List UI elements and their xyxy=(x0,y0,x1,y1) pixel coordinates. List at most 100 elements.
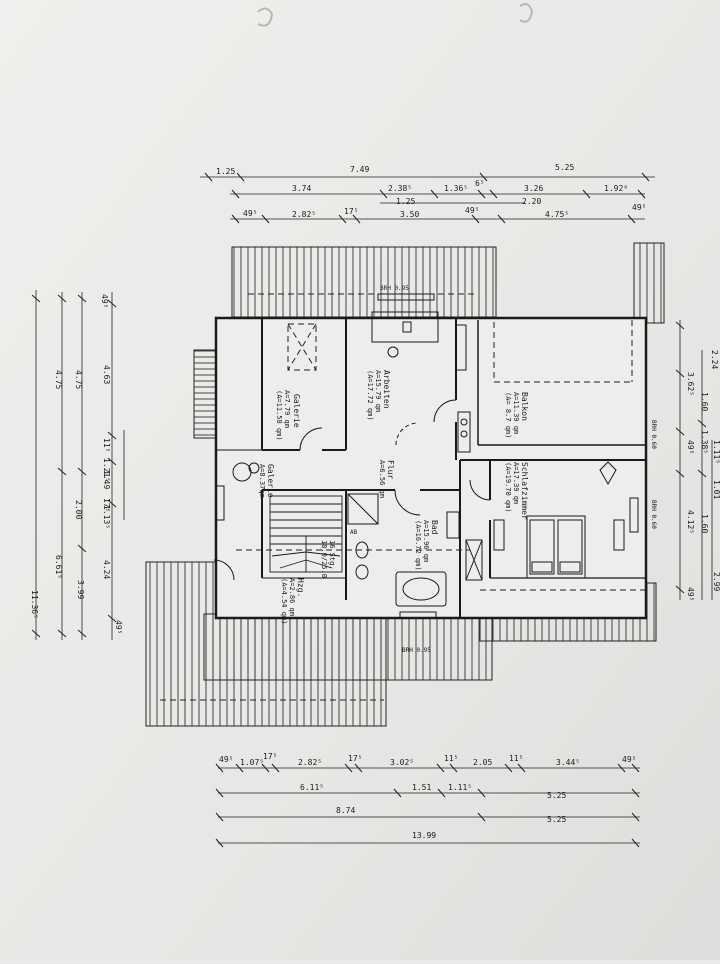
door-swing xyxy=(433,399,457,423)
top-dimension-labels: 1.25 7.49 5.25 3.74 2.38⁵ 1.36⁵ 6⁵ 3.26 … xyxy=(216,163,646,219)
top-dim-label: 1.25 xyxy=(216,167,235,176)
bottom-dim-label: 2.82⁵ xyxy=(298,758,322,767)
door-swing xyxy=(469,479,491,501)
room-area-sub: (A= 8.7 qm) xyxy=(504,392,512,438)
right-dim-label: 1.60 xyxy=(700,514,709,533)
room-area-sub: (A=16.72 qm) xyxy=(414,520,422,571)
left-dimension-labels: 11.36⁵ 4.75 6.61⁵ 4.75 2.00 3.99 49⁵ 4.6… xyxy=(30,294,123,634)
room-area-sub: (A=17.72 qm) xyxy=(366,370,374,421)
top-dim-label: 7.49 xyxy=(350,165,369,174)
window xyxy=(399,611,437,619)
stair-sub: 18.0/25.0 xyxy=(320,540,328,578)
bottom-dim-label: 11⁵ xyxy=(444,754,458,763)
nightstand xyxy=(493,519,505,551)
room-area: A=17.39 qm xyxy=(512,462,520,504)
desk xyxy=(371,311,439,343)
sink-unit xyxy=(446,511,460,539)
left-dim-label: 1.21⁵ xyxy=(102,458,111,482)
bottom-dim-label: 2.05 xyxy=(473,758,492,767)
room-area: A=7.79 qm xyxy=(283,390,291,428)
window xyxy=(629,497,639,533)
room-area: A=15.96 qm xyxy=(422,520,430,562)
door-swing xyxy=(299,427,323,451)
door-swing xyxy=(213,559,235,581)
bottom-dimension-labels: 49⁵ 1.07⁵ 17⁵ 2.82⁵ 17⁵ 3.02⁵ 11⁵ 2.05 1… xyxy=(219,752,636,840)
right-dimension-lines xyxy=(675,320,713,600)
bottom-dim-label: 5.25 xyxy=(547,791,566,800)
left-dim-label: 2.00 xyxy=(74,500,83,519)
roof-bottom-mid xyxy=(203,613,493,681)
room-name-schlafzimmer: Schlafzimmer xyxy=(520,462,529,520)
binder-ring-icon xyxy=(519,3,534,23)
staircase xyxy=(269,495,343,573)
room-name-galerie: Galerie xyxy=(266,464,275,498)
binder-ring-icon xyxy=(257,7,274,27)
right-dim-label: 4.12⁵ xyxy=(686,510,695,534)
top-dim-label: 49⁵ xyxy=(465,206,479,215)
shelf xyxy=(465,539,483,581)
room-name-bad: Bad xyxy=(430,520,439,535)
right-dimension-labels: 2.24 3.62⁵ 49⁵ 4.12⁵ 49⁵ 1.38⁵ 1.60 1.60… xyxy=(686,350,720,601)
bottom-dim-label: 49⁵ xyxy=(219,755,233,764)
top-dim-label: 2.82⁵ xyxy=(292,210,316,219)
bottom-dim-label: 1.51 xyxy=(412,783,431,792)
room-area: A=11.39 qm xyxy=(512,392,520,434)
left-dim-label: 17⁵ xyxy=(102,498,111,512)
fixtures xyxy=(232,311,625,607)
top-dim-label: 1.92⁸ xyxy=(604,184,628,193)
brh-label: BRH 0.60 xyxy=(650,500,657,529)
bottom-dimension-lines xyxy=(215,763,640,848)
window xyxy=(455,324,467,371)
left-dim-label: 4.24 xyxy=(102,560,111,579)
top-dim-label: 49⁵ xyxy=(243,209,257,218)
room-area: A=6.56 qm xyxy=(378,460,386,498)
left-dim-label: 6.61⁵ xyxy=(54,555,63,579)
room-name-hzg: Hzg. xyxy=(296,578,305,597)
right-dim-label: 1.60 xyxy=(700,392,709,411)
window xyxy=(215,485,225,521)
stair-label: 16 Stg. xyxy=(328,540,336,570)
chair-icon xyxy=(387,346,399,358)
bottom-dim-label: 3.44⁵ xyxy=(556,758,580,767)
shower xyxy=(347,493,379,525)
bottom-dim-label: 17⁵ xyxy=(348,754,362,763)
bottom-dim-label: 13.99 xyxy=(412,831,436,840)
bottom-dim-label: 1.07⁵ xyxy=(240,758,264,767)
right-dim-label: 1.01 xyxy=(712,480,720,499)
nightstand xyxy=(613,519,625,551)
monitor-icon xyxy=(402,321,412,333)
left-dim-label: 49⁵ xyxy=(114,620,123,634)
toilet-icon xyxy=(355,541,369,559)
bottom-dim-label: 1.11⁵ xyxy=(448,783,472,792)
windows xyxy=(215,293,639,619)
armchair-icon xyxy=(599,461,617,486)
top-dim-label: 5.25 xyxy=(555,163,574,172)
bottom-dim-label: 8.74 xyxy=(336,806,355,815)
room-area-sub: (A=11.58 qm) xyxy=(275,390,283,441)
roof-top-right xyxy=(633,242,665,324)
door-swing xyxy=(395,422,419,446)
bottom-dim-label: 5.25 xyxy=(547,815,566,824)
right-dim-label: 2.24 xyxy=(710,350,719,369)
left-dim-label: 4.75 xyxy=(54,370,63,389)
cabinet xyxy=(457,411,471,453)
roof-top xyxy=(231,246,497,318)
room-area-sub: (A=19.70 qm) xyxy=(504,462,512,513)
room-area: A=8.37qm xyxy=(258,464,266,498)
bottom-dim-label: 3.02⁵ xyxy=(390,758,414,767)
room-area: A=2.86 qm xyxy=(288,578,296,616)
room-name-balkon: Balkon xyxy=(520,392,529,421)
top-dim-label: 17⁵ xyxy=(344,207,358,216)
top-dim-label: 6⁵ xyxy=(475,179,485,188)
window xyxy=(377,293,435,301)
right-dim-label: 2.99 xyxy=(712,572,720,591)
double-bed xyxy=(526,515,586,579)
brh-label: BRH 0.95 xyxy=(402,647,431,654)
left-dim-label: 49⁵ xyxy=(100,294,109,308)
room-area-sub: (A=4.54 qm) xyxy=(280,578,288,624)
bottom-dim-label: 6.11⁵ xyxy=(300,783,324,792)
top-dim-label: 49⁵ xyxy=(632,203,646,212)
top-dimension-lines xyxy=(200,172,655,224)
